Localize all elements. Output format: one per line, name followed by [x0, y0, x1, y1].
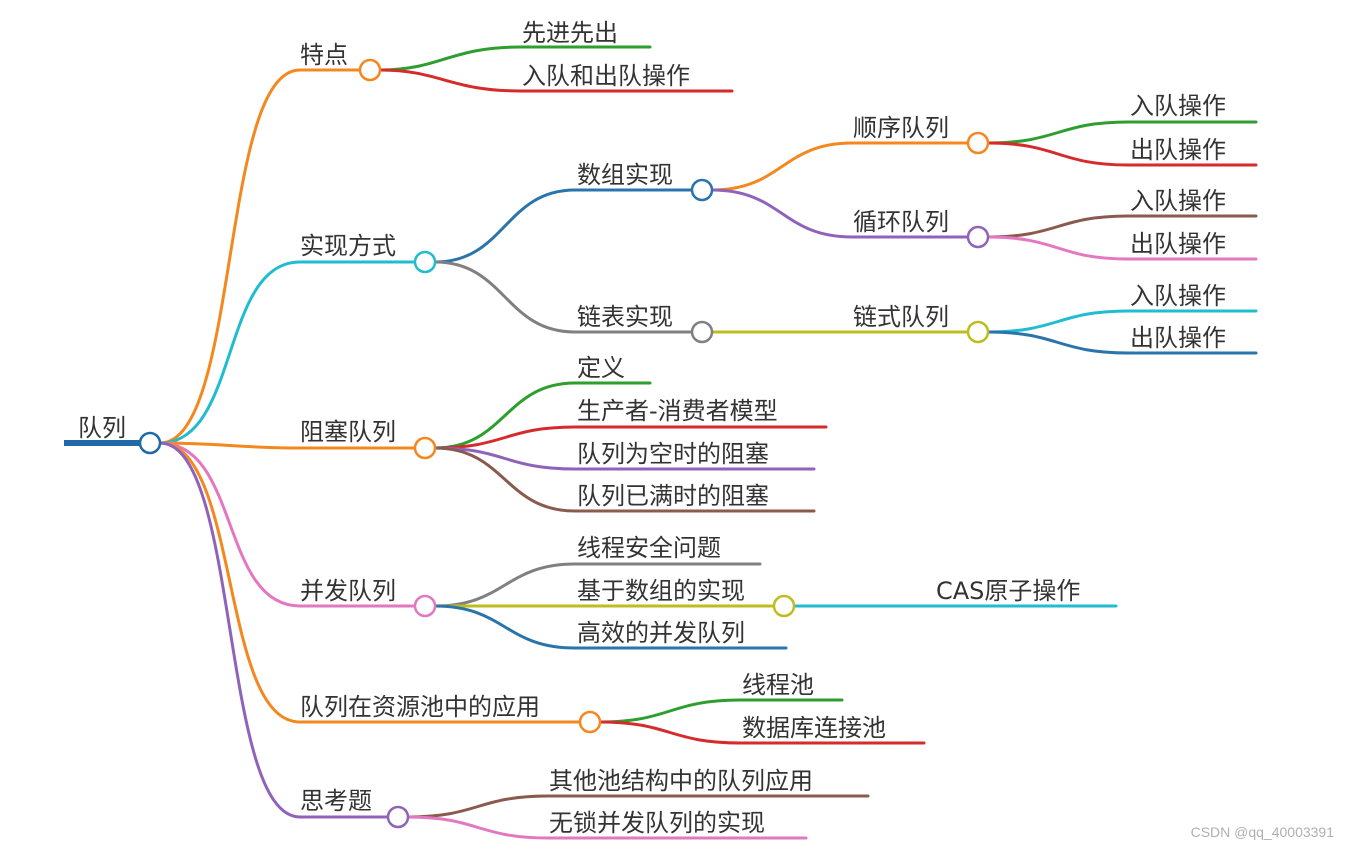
edge-root-pool	[158, 441, 592, 724]
features-child-1: 先进先出	[522, 19, 618, 47]
node-chain[interactable]	[966, 320, 990, 344]
edge-think-2	[406, 815, 808, 840]
blocking-child-4: 队列已满时的阻塞	[577, 482, 769, 510]
edge-conc-1	[433, 562, 762, 608]
edge-chain-enq	[986, 309, 1258, 334]
edge-block-2	[433, 425, 828, 450]
pool-child-2: 数据库连接池	[742, 714, 886, 742]
circ-enqueue: 入队操作	[1130, 187, 1226, 215]
concurrent-child-1: 线程安全问题	[577, 534, 721, 562]
edge-block-4	[433, 446, 816, 513]
seq-enqueue: 入队操作	[1130, 92, 1226, 120]
cas-label: CAS原子操作	[936, 577, 1080, 605]
edge-array-sequential	[710, 141, 980, 192]
node-blocking[interactable]	[413, 436, 437, 460]
edge-circ-deq	[986, 235, 1258, 261]
chain-enqueue: 入队操作	[1130, 282, 1226, 310]
chain-dequeue: 出队操作	[1130, 324, 1226, 352]
thinking-child-2: 无锁并发队列的实现	[549, 809, 765, 837]
circ-dequeue: 出队操作	[1130, 230, 1226, 258]
features-label: 特点	[300, 41, 348, 69]
edge-chain-deq	[986, 330, 1258, 355]
node-sequential[interactable]	[966, 131, 990, 155]
impl-label: 实现方式	[300, 232, 396, 260]
pool-label: 队列在资源池中的应用	[300, 693, 540, 721]
concurrent-label: 并发队列	[300, 577, 396, 605]
sequential-label: 顺序队列	[853, 114, 949, 142]
node-array[interactable]	[690, 178, 714, 202]
circular-label: 循环队列	[853, 208, 949, 236]
node-concurrent[interactable]	[413, 594, 437, 618]
features-child-2: 入队和出队操作	[522, 62, 690, 90]
blocking-child-2: 生产者-消费者模型	[577, 397, 778, 425]
pool-child-1: 线程池	[742, 671, 814, 699]
edge-conc-3	[433, 604, 788, 650]
node-linked[interactable]	[690, 320, 714, 344]
edge-root-concurrent	[158, 441, 427, 608]
node-circular[interactable]	[966, 225, 990, 249]
concurrent-child-2: 基于数组的实现	[577, 577, 745, 605]
edge-features-2	[378, 68, 734, 93]
edge-root-features	[158, 68, 372, 445]
thinking-child-1: 其他池结构中的队列应用	[549, 767, 813, 795]
edge-block-3	[433, 446, 816, 471]
thinking-label: 思考题	[300, 787, 372, 815]
array-label: 数组实现	[577, 161, 673, 189]
edge-think-1	[406, 794, 870, 819]
blocking-child-1: 定义	[577, 354, 625, 382]
node-root[interactable]	[138, 431, 162, 455]
edge-features-1	[378, 45, 652, 72]
edge-impl-array	[433, 188, 704, 264]
linked-label: 链表实现	[577, 303, 673, 331]
edge-pool-2	[598, 720, 926, 745]
edge-seq-enq	[986, 120, 1258, 145]
concurrent-child-3: 高效的并发队列	[577, 619, 745, 647]
edge-array-circular	[710, 188, 980, 239]
node-impl[interactable]	[413, 250, 437, 274]
edge-seq-deq	[986, 141, 1258, 167]
root-label: 队列	[78, 414, 126, 442]
blocking-child-3: 队列为空时的阻塞	[577, 440, 769, 468]
watermark: CSDN @qq_40003391	[1191, 824, 1335, 840]
seq-dequeue: 出队操作	[1130, 136, 1226, 164]
edge-root-impl	[158, 260, 427, 445]
node-array-based[interactable]	[772, 594, 796, 618]
chain-label: 链式队列	[853, 303, 949, 331]
blocking-label: 阻塞队列	[300, 418, 396, 446]
edge-root-thinking	[158, 441, 400, 819]
edge-circ-enq	[986, 214, 1258, 239]
edge-pool-1	[598, 698, 844, 724]
edge-block-1	[433, 381, 652, 450]
edge-root-blocking	[158, 441, 427, 450]
node-pool[interactable]	[578, 710, 602, 734]
node-thinking[interactable]	[386, 805, 410, 829]
node-features[interactable]	[358, 58, 382, 82]
edge-impl-linked	[433, 260, 704, 334]
